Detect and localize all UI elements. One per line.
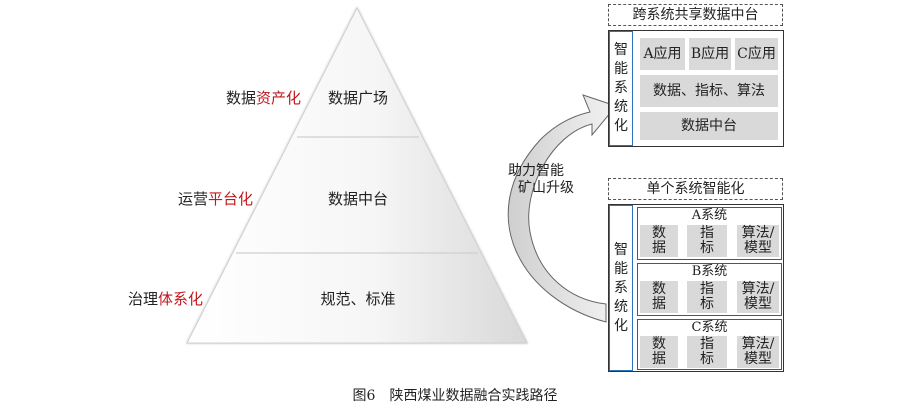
cell-line: 据 [652,296,666,312]
cell-line: 模型 [744,351,772,367]
system-b-indicator-cell: 指标 [687,281,727,313]
side-char: 系 [614,80,628,96]
level-inner-data-square: 数据广场 [327,89,389,107]
system-b-data-cell: 数据 [640,281,678,313]
cell-line: 标 [700,296,714,312]
side-char: 统 [614,99,628,115]
system-c-indicator-cell: 指标 [687,336,727,368]
bottom-panel-side-label: 智 能 系 统 化 [609,205,633,371]
system-a-algorithm-cell: 算法/模型 [737,225,779,257]
system-c-title: C系统 [691,320,728,335]
level-inner-data-middle: 数据中台 [327,190,389,208]
app-b-box: B应用 [689,38,731,70]
cell-line: 指 [700,336,714,352]
side-char: 智 [614,42,628,58]
system-a-data-cell: 数据 [640,225,678,257]
level-label-system: 治理体系化 [128,290,204,308]
cell-line: 算法/ [741,281,775,297]
cell-line: 数 [652,225,666,241]
arrow-text-line1: 助力智能 [508,163,564,179]
cell-line: 数 [652,281,666,297]
level-label-platform: 运营平台化 [178,190,254,208]
level-label-asset: 数据资产化 [226,89,302,107]
cell-line: 标 [700,351,714,367]
cell-line: 据 [652,351,666,367]
cell-line: 指 [700,281,714,297]
curved-arrow [507,94,617,323]
side-char: 智 [614,241,628,258]
pyramid [186,6,528,344]
figure-caption: 图6 陕西煤业数据融合实践路径 [352,388,558,404]
cell-line: 算法/ [741,336,775,352]
side-char: 化 [614,317,628,334]
system-a-indicator-cell: 指标 [687,225,727,257]
level-inner-standards: 规范、标准 [320,290,396,308]
cell-line: 模型 [744,296,772,312]
system-c-data-cell: 数据 [640,336,678,368]
system-b-title: B系统 [691,264,728,279]
cell-line: 据 [652,240,666,256]
cell-line: 模型 [744,240,772,256]
side-char: 系 [614,279,628,296]
top-panel-side-label: 智 能 系 统 化 [609,31,633,146]
arrow-text-line2: 矿山升级 [518,180,574,196]
cell-line: 数 [652,336,666,352]
side-char: 能 [614,260,628,277]
system-b-algorithm-cell: 算法/模型 [737,281,779,313]
side-char: 化 [614,118,628,134]
app-a-box: A应用 [640,38,685,70]
cell-line: 指 [700,225,714,241]
cell-line: 算法/ [741,225,775,241]
system-a-title: A系统 [691,208,728,223]
data-middle-platform-box: 数据中台 [640,112,778,140]
cell-line: 标 [700,240,714,256]
side-char: 能 [614,61,628,77]
app-c-box: C应用 [735,38,778,70]
system-c-algorithm-cell: 算法/模型 [737,336,779,368]
data-indicator-algo-box: 数据、指标、算法 [640,75,778,107]
bottom-panel-title: 单个系统智能化 [608,178,783,200]
arrow-text: 助力智能 矿山升级 [508,163,574,197]
side-char: 统 [614,298,628,315]
top-panel-title: 跨系统共享数据中台 [608,4,783,26]
